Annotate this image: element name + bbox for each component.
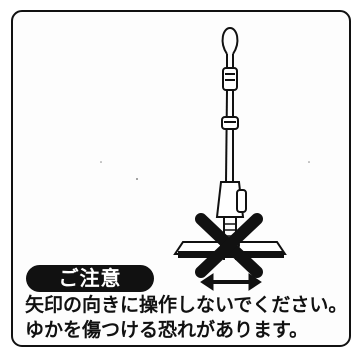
vacuum-cleaner-icon xyxy=(173,26,287,260)
left-right-arrow-icon xyxy=(200,273,262,291)
caution-badge: ご注意 xyxy=(26,265,154,292)
caution-panel: ご注意 矢印の向きに操作しないでください。 ゆかを傷つける恐れがあります。 xyxy=(11,10,351,347)
print-specks xyxy=(100,161,310,180)
caution-text-line-2: ゆかを傷つける恐れがあります。 xyxy=(25,319,309,341)
prohibited-x-icon xyxy=(195,213,263,278)
caution-text-line-1: 矢印の向きに操作しないでください。 xyxy=(25,294,348,316)
vacuum-cleaner-illustration xyxy=(100,26,310,291)
